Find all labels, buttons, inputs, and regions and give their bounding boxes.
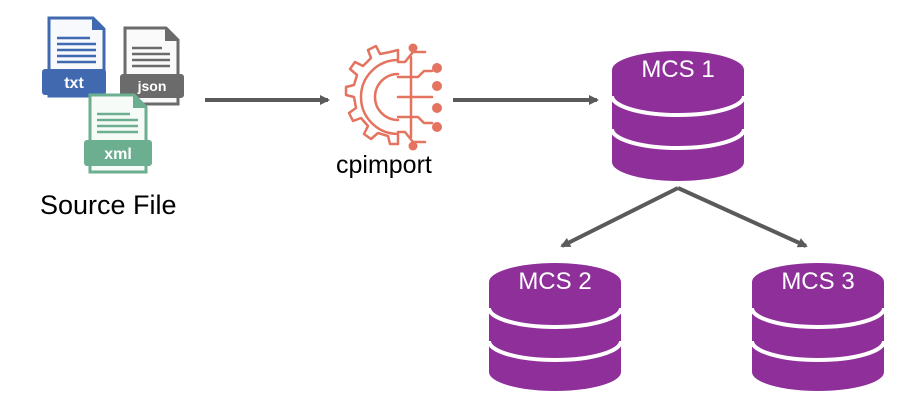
source-file-label: Source File (40, 190, 177, 220)
cpimport-label: cpimport (336, 151, 432, 179)
circuit-node-dots (408, 43, 442, 151)
arrow-mcs1-to-mcs3 (677, 186, 808, 248)
xml-file-label: xml (104, 146, 132, 163)
mcs3-database-icon: MCS 3 (750, 263, 886, 391)
arrow-mcs1-to-mcs2 (560, 186, 679, 248)
xml-file-icon: xml (84, 93, 152, 174)
txt-file-icon: txt (42, 16, 106, 98)
mcs1-label: MCS 1 (641, 56, 714, 83)
txt-file-label: txt (64, 75, 84, 92)
mcs1-database-icon: MCS 1 (610, 51, 746, 181)
mcs3-label: MCS 3 (781, 268, 854, 295)
mcs2-label: MCS 2 (518, 268, 591, 295)
gear-circuit-icon (344, 44, 434, 146)
json-file-icon: json (120, 26, 184, 106)
json-file-label: json (137, 78, 167, 94)
mcs2-database-icon: MCS 2 (487, 263, 623, 391)
